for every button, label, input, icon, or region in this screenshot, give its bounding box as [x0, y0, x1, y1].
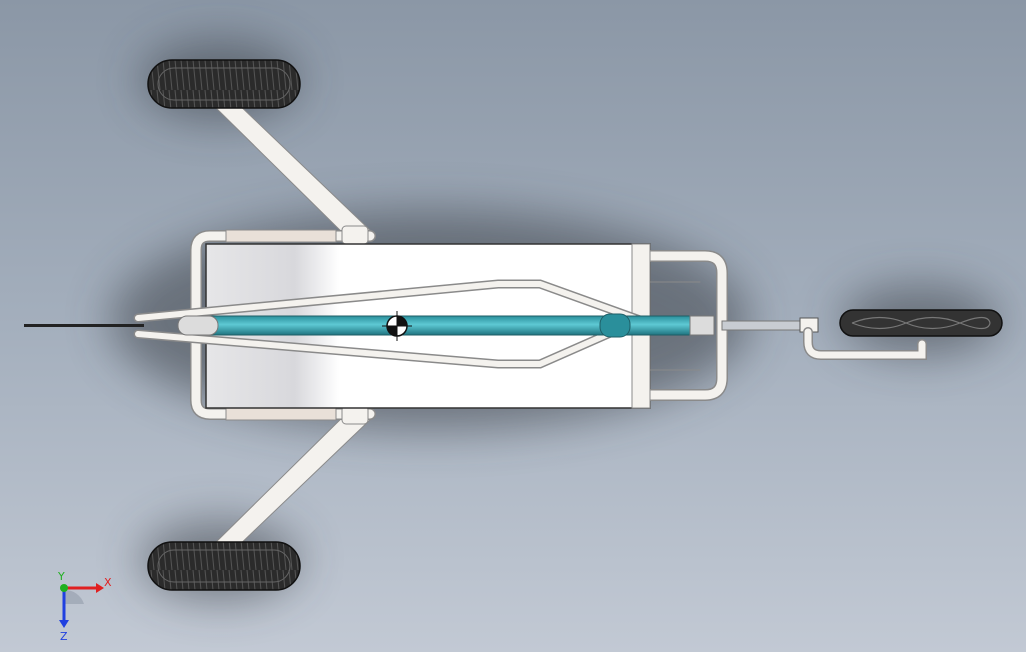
- wheel-strut-top[interactable]: [211, 97, 373, 243]
- axis-y-label: Y: [57, 570, 65, 583]
- wheel-front[interactable]: [839, 309, 1003, 337]
- center-of-mass-icon: [382, 311, 412, 341]
- axis-x-label: X: [104, 576, 112, 589]
- wheel-strut-bottom[interactable]: [211, 407, 373, 553]
- center-shaft[interactable]: [177, 313, 715, 338]
- rear-pull-rod[interactable]: [24, 324, 144, 327]
- wheel-top[interactable]: [147, 59, 301, 109]
- front-fork[interactable]: [803, 327, 927, 360]
- wheel-bottom[interactable]: [147, 541, 301, 591]
- axis-triad-icon: X Y Z: [57, 570, 112, 643]
- axis-z-label: Z: [60, 630, 68, 643]
